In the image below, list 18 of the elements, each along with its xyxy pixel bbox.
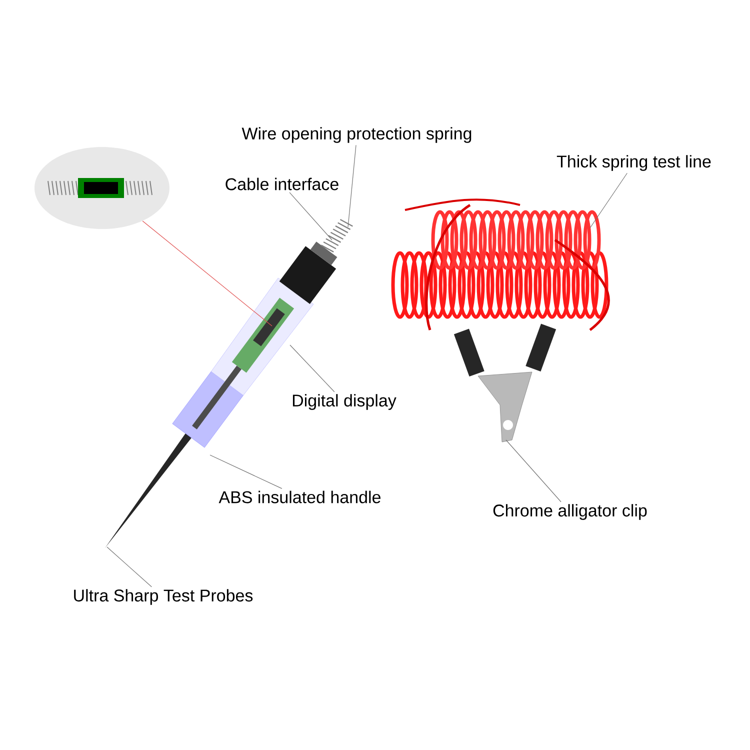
callout-label: Thick spring test line — [554, 153, 714, 173]
connector — [506, 440, 562, 502]
connector — [106, 546, 152, 588]
connector — [210, 454, 282, 489]
connector — [290, 344, 335, 392]
inset-photo — [34, 147, 170, 229]
connector — [142, 220, 272, 326]
callout-label: ABS insulated handle — [216, 488, 384, 506]
connector — [590, 172, 628, 228]
alligator-clip-drawing — [454, 324, 556, 442]
coiled-cord-drawing — [391, 198, 610, 331]
callout-label: Chrome alligator clip — [490, 502, 650, 522]
connector — [289, 192, 332, 240]
callout-label: Digital display — [290, 392, 398, 412]
callout-label: Ultra Sharp Test Probes — [70, 587, 256, 607]
callout-label: Cable interface — [222, 176, 342, 192]
connector — [348, 144, 356, 228]
callout-label: Wire opening protection spring — [240, 125, 474, 145]
